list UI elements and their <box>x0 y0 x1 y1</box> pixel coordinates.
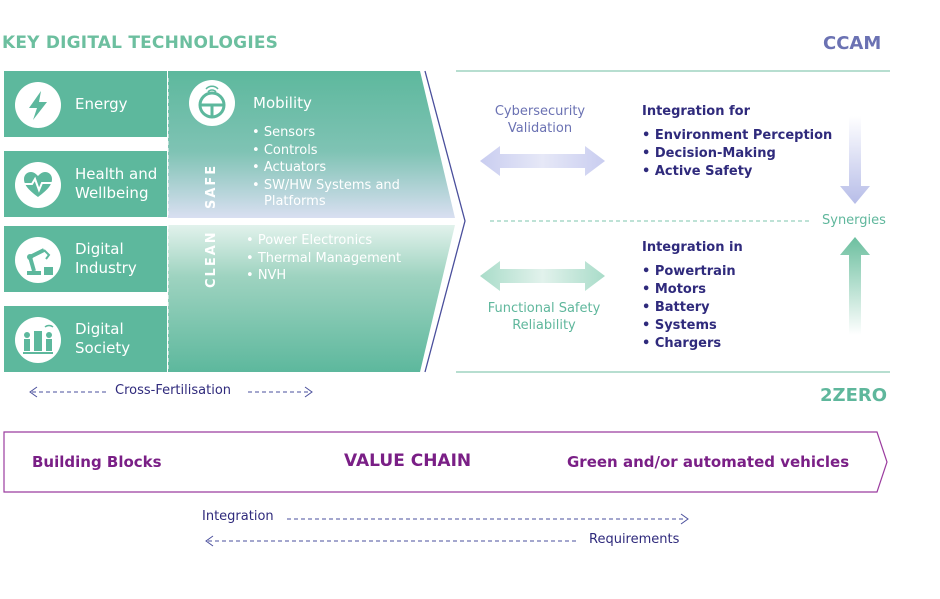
cross-fertilisation-label: Cross-Fertilisation <box>115 383 232 398</box>
requirements-label: Requirements <box>589 532 680 547</box>
list-item: Chargers <box>642 335 736 353</box>
functional-safety-reliability-label: Functional Safety Reliability <box>487 301 601 333</box>
list-item-continuation: Platforms <box>264 194 326 209</box>
tile-digital-society: Digital Society <box>4 306 167 372</box>
cybersecurity-double-arrow <box>480 146 605 176</box>
steering-wheel-icon <box>198 85 226 119</box>
building-blocks-label: Building Blocks <box>32 453 162 471</box>
mobility-title: Mobility <box>253 94 312 112</box>
robot-arm-icon <box>27 248 53 275</box>
heart-pulse-icon <box>24 172 52 197</box>
list-item: Thermal Management <box>246 250 401 268</box>
functional-safety-double-arrow <box>480 261 605 291</box>
lightning-icon <box>29 91 47 120</box>
green-automated-vehicles-label: Green and/or automated vehicles <box>567 453 850 471</box>
list-item: Battery <box>642 299 736 317</box>
tile-energy: Energy <box>4 71 167 137</box>
up-arrow-2zero <box>840 237 870 335</box>
list-item: Active Safety <box>642 163 832 181</box>
list-item: Powertrain <box>642 263 736 281</box>
2zero-items-list: Powertrain Motors Battery Systems Charge… <box>642 263 736 353</box>
tile-label: Health and Wellbeing <box>75 165 158 202</box>
clean-items-list: Power Electronics Thermal Management NVH <box>246 232 401 285</box>
integration-label: Integration <box>202 509 274 524</box>
tile-label: Digital Industry <box>75 240 137 277</box>
list-item: Controls <box>252 142 400 160</box>
list-item: NVH <box>246 267 401 285</box>
integration-for-heading: Integration for <box>642 104 750 119</box>
value-chain-label: VALUE CHAIN <box>344 451 472 471</box>
ccam-items-list: Environment Perception Decision-Making A… <box>642 127 832 181</box>
list-item: Systems <box>642 317 736 335</box>
list-item: Motors <box>642 281 736 299</box>
cybersecurity-validation-label: Cybersecurity Validation <box>494 104 586 136</box>
list-item: Sensors <box>252 124 400 142</box>
value-chain-arrow <box>3 431 888 493</box>
synergies-label: Synergies <box>822 213 886 228</box>
list-item: Actuators <box>252 159 400 177</box>
mobility-icon-circle <box>189 80 235 126</box>
safe-label: SAFE <box>204 163 219 209</box>
list-item: Power Electronics <box>246 232 401 250</box>
list-item: Decision-Making <box>642 145 832 163</box>
key-digital-technologies-title: KEY DIGITAL TECHNOLOGIES <box>2 33 279 53</box>
tile-health: Health and Wellbeing <box>4 151 167 217</box>
down-arrow-ccam <box>840 116 870 204</box>
2zero-label: 2ZERO <box>820 385 888 406</box>
list-item: Environment Perception <box>642 127 832 145</box>
integration-in-heading: Integration in <box>642 240 743 255</box>
clean-label: CLEAN <box>204 230 219 288</box>
tile-digital-industry: Digital Industry <box>4 226 167 292</box>
list-item: SW/HW Systems and <box>252 177 400 195</box>
tile-label: Energy <box>75 94 128 113</box>
safe-items-list: Sensors Controls Actuators SW/HW Systems… <box>252 124 400 194</box>
ccam-label: CCAM <box>823 33 882 54</box>
people-city-icon <box>23 324 54 354</box>
tile-label: Digital Society <box>75 320 131 357</box>
